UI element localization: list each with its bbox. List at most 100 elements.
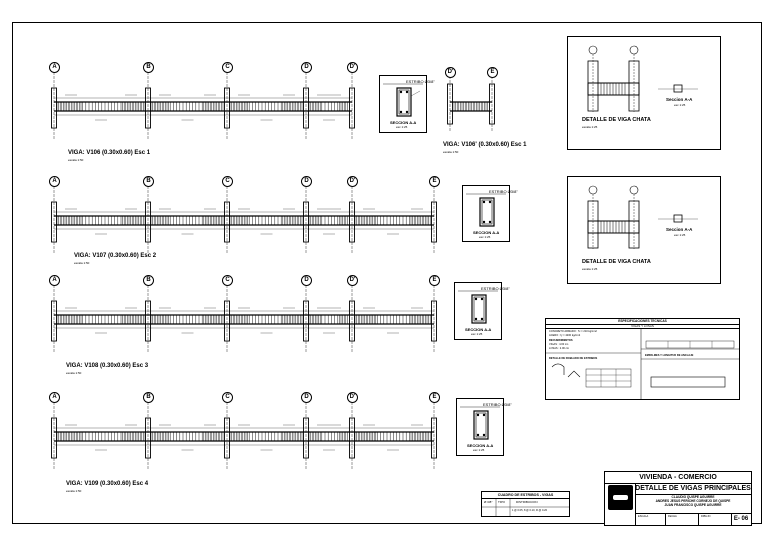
specs-header: ESPECIFICACIONES TECNICAS bbox=[546, 319, 739, 325]
section-2-scale: esc 1:25 bbox=[479, 235, 491, 239]
detail-2-subtitle: escala 1:25 bbox=[582, 267, 598, 271]
specs-subheader: VIGAS Y LOSAS bbox=[546, 324, 739, 329]
detail-1-section-scale: esc 1:25 bbox=[674, 103, 686, 107]
beam-v106-title: VIGA: V106 (0.30x0.60) Esc 1 bbox=[68, 150, 151, 156]
beam-v108-drawing bbox=[51, 285, 437, 353]
beam-v108-subtitle: escala 1:50 bbox=[66, 371, 82, 375]
beam-v107-title: VIGA: V107 (0.30x0.60) Esc 2 bbox=[74, 253, 157, 259]
beam-v107-subtitle: escala 1:50 bbox=[74, 261, 90, 265]
title-block: VIVIENDA - COMERCIO DETALLE DE VIGAS PRI… bbox=[604, 471, 752, 526]
field-scale: ESCALA bbox=[638, 515, 649, 518]
axis-bubble-v109-1: B bbox=[143, 392, 154, 403]
specs-splice: EMPALMES Y LONGITUD DE ANCLAJE bbox=[645, 354, 694, 357]
specs-concrete: CONCRETO ARMADO : f'c = 210 kg/cm2 bbox=[549, 330, 597, 333]
specs-steel: ACERO : fy = 4200 kg/cm2 bbox=[549, 334, 581, 337]
stirrup-table-grid bbox=[482, 498, 569, 516]
stirrup-table-title: CUADRO DE ESTRIBOS - VIGAS bbox=[482, 492, 569, 499]
axis-bubble-v108-3: D bbox=[301, 275, 312, 286]
detail-1-subtitle: escala 1:25 bbox=[582, 125, 598, 129]
beam-v106-drawing bbox=[51, 72, 355, 140]
axis-bubble-v106-3: D bbox=[301, 62, 312, 73]
detail-1-drawing bbox=[587, 45, 698, 112]
axis-bubble-v107-5: E bbox=[429, 176, 440, 187]
sheet-title: DETALLE DE VIGAS PRINCIPALES bbox=[635, 485, 751, 492]
axis-bubble-v106-2: C bbox=[222, 62, 233, 73]
field-drawn: DIBUJO bbox=[701, 515, 711, 518]
logo-mark bbox=[608, 485, 633, 510]
specs-cover-slabs: LOSAS : 2.00 cm bbox=[549, 347, 570, 350]
beam-v106-subtitle: escala 1:50 bbox=[68, 158, 84, 162]
axis-bubble-v108-1: B bbox=[143, 275, 154, 286]
section-box-1: ESTRIBO Ø3/8" SECCION A-A esc 1:25 bbox=[379, 75, 435, 133]
axis-bubble-v108-5: E bbox=[429, 275, 440, 286]
specs-hooks: DETALLE DE DOBLADO DE ESTRIBOS bbox=[549, 357, 598, 360]
detail-box-1: Seccion A-A esc 1:25 DETALLE DE VIGA CHA… bbox=[567, 36, 721, 150]
beam-v108: A B C D D' E bbox=[0, 275, 768, 355]
axis-bubble-v108-2: C bbox=[222, 275, 233, 286]
section-box-4: ESTRIBO Ø3/8" SECCION A-A esc 1:25 bbox=[456, 398, 512, 456]
section-box-3: ESTRIBO Ø3/8" SECCION A-A esc 1:25 bbox=[454, 282, 510, 340]
responsible-names: CLAUDIO QUISPE AGUIRRE ANDRES JESUS PERI… bbox=[635, 495, 751, 507]
technical-specifications: ESPECIFICACIONES TECNICAS VIGAS Y LOSAS … bbox=[545, 318, 740, 400]
axis-bubble-v107-0: A bbox=[49, 176, 60, 187]
detail-box-2: Seccion A-A esc 1:25 DETALLE DE VIGA CHA… bbox=[567, 176, 721, 284]
detail-2-section: Seccion A-A bbox=[666, 227, 693, 232]
name-1: CLAUDIO QUISPE AGUIRRE bbox=[671, 495, 715, 499]
axis-bubble-v108-0: A bbox=[49, 275, 60, 286]
short-beam-axis-bubble-1: E bbox=[487, 67, 498, 78]
section-4-scale: esc 1:25 bbox=[473, 448, 485, 452]
axis-bubble-v107-3: D bbox=[301, 176, 312, 187]
section-3-note: ESTRIBO Ø3/8" bbox=[481, 286, 510, 291]
stirrup-row-1: 1 @ 0.05, 8 @ 0.10, R @ 0.20 bbox=[512, 509, 548, 512]
beam-v109-subtitle: escala 1:50 bbox=[66, 489, 82, 493]
beam-v109: A B C D D' E bbox=[0, 392, 768, 472]
specs-cover: RECUBRIMIENTOS bbox=[549, 339, 573, 342]
name-2: ANDRES JESUS PERICHE CORNEJO DE QUISPE bbox=[655, 499, 731, 503]
section-4-label: SECCION A-A bbox=[467, 443, 494, 448]
section-box-2: ESTRIBO Ø3/8" SECCION A-A esc 1:25 bbox=[462, 185, 518, 242]
short-beam-drawing-wrap: D' E bbox=[0, 62, 768, 132]
stirrup-col-type: TIPO bbox=[498, 500, 506, 504]
section-3-label: SECCION A-A bbox=[465, 327, 492, 332]
detail-2-section-scale: esc 1:25 bbox=[674, 233, 686, 237]
field-date: FECHA bbox=[668, 515, 677, 518]
short-beam-title: VIGA: V106' (0.30x0.60) Esc 1 bbox=[443, 142, 527, 148]
name-3: JUAN FRANCISCO QUISPE AGUIRRE bbox=[664, 503, 722, 507]
short-beam-axis-bubble-0: D' bbox=[445, 67, 456, 78]
section-4-note: ESTRIBO Ø3/8" bbox=[483, 402, 512, 407]
detail-1-title: DETALLE DE VIGA CHATA bbox=[582, 117, 651, 123]
section-4-drawing bbox=[460, 406, 500, 440]
beam-v109-title: VIGA: V109 (0.30x0.60) Esc 4 bbox=[66, 481, 149, 487]
drawing-sheet-border bbox=[12, 22, 762, 524]
sheet-number: E- 06 bbox=[733, 516, 749, 522]
axis-bubble-v106-1: B bbox=[143, 62, 154, 73]
section-2-drawing bbox=[466, 193, 506, 227]
beam-v107-drawing bbox=[51, 186, 437, 254]
section-1-note: ESTRIBO Ø3/8" bbox=[406, 79, 435, 84]
section-1-scale: esc 1:25 bbox=[396, 125, 408, 129]
section-2-label: SECCION A-A bbox=[473, 230, 500, 235]
section-3-drawing bbox=[458, 290, 498, 324]
axis-bubble-v106-4: D' bbox=[347, 62, 358, 73]
specs-grid bbox=[546, 328, 739, 399]
beam-v109-drawing bbox=[51, 402, 437, 470]
section-1-drawing bbox=[383, 83, 423, 117]
stirrup-col-distribution: DISTRIBUCION bbox=[516, 500, 538, 504]
axis-bubble-v109-0: A bbox=[49, 392, 60, 403]
section-3-scale: esc 1:25 bbox=[471, 332, 483, 336]
axis-bubble-v109-3: D bbox=[301, 392, 312, 403]
project-name: VIVIENDA - COMERCIO bbox=[639, 474, 717, 481]
section-1-label: SECCION A-A bbox=[390, 120, 417, 125]
axis-bubble-v107-2: C bbox=[222, 176, 233, 187]
detail-2-drawing bbox=[587, 185, 698, 249]
axis-bubble-v109-4: D' bbox=[347, 392, 358, 403]
axis-bubble-v107-4: D' bbox=[347, 176, 358, 187]
specs-cover-beams: VIGAS : 4.00 cm bbox=[549, 343, 569, 346]
short-beam-drawing bbox=[447, 72, 495, 132]
axis-bubble-v109-5: E bbox=[429, 392, 440, 403]
axis-bubble-v109-2: C bbox=[222, 392, 233, 403]
stirrup-col-diameter: Ø 3/8" bbox=[484, 500, 493, 504]
axis-bubble-v108-4: D' bbox=[347, 275, 358, 286]
